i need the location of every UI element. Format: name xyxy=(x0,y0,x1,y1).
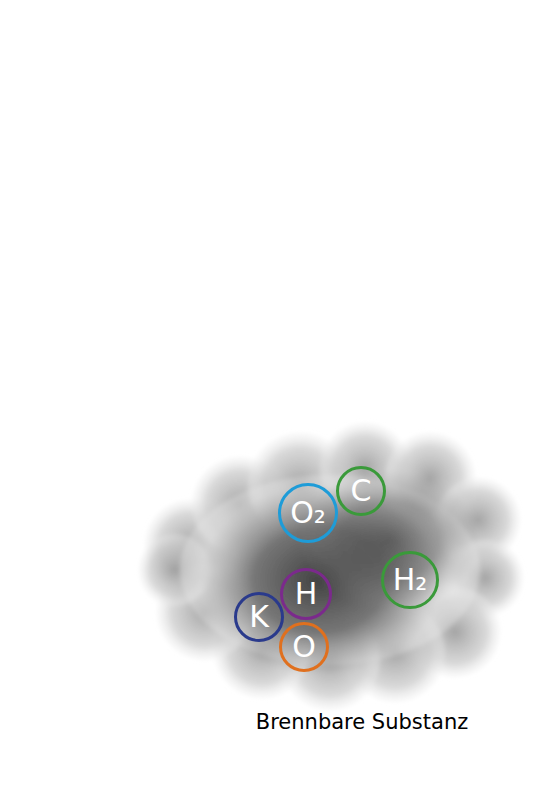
circle-ring xyxy=(280,485,337,542)
circle-ring xyxy=(383,553,438,608)
element-circle: K xyxy=(234,592,284,642)
element-symbol: C xyxy=(336,466,386,516)
circle-ring xyxy=(236,594,283,641)
element-circle: H xyxy=(280,568,332,620)
element-symbol: K xyxy=(234,592,284,642)
circle-ring xyxy=(281,624,328,671)
circle-ring xyxy=(282,570,331,619)
element-symbol: H xyxy=(280,568,332,620)
substance-label: Brennbare Substanz xyxy=(256,710,468,734)
element-circle: H₂ xyxy=(381,551,439,609)
element-symbol: O₂ xyxy=(278,483,338,543)
element-circle: O₂ xyxy=(278,483,338,543)
element-symbol: H₂ xyxy=(381,551,439,609)
circle-ring xyxy=(338,468,385,515)
element-circle: O xyxy=(279,622,329,672)
element-symbol: O xyxy=(279,622,329,672)
cloud-puffs xyxy=(139,423,523,710)
element-circle: C xyxy=(336,466,386,516)
